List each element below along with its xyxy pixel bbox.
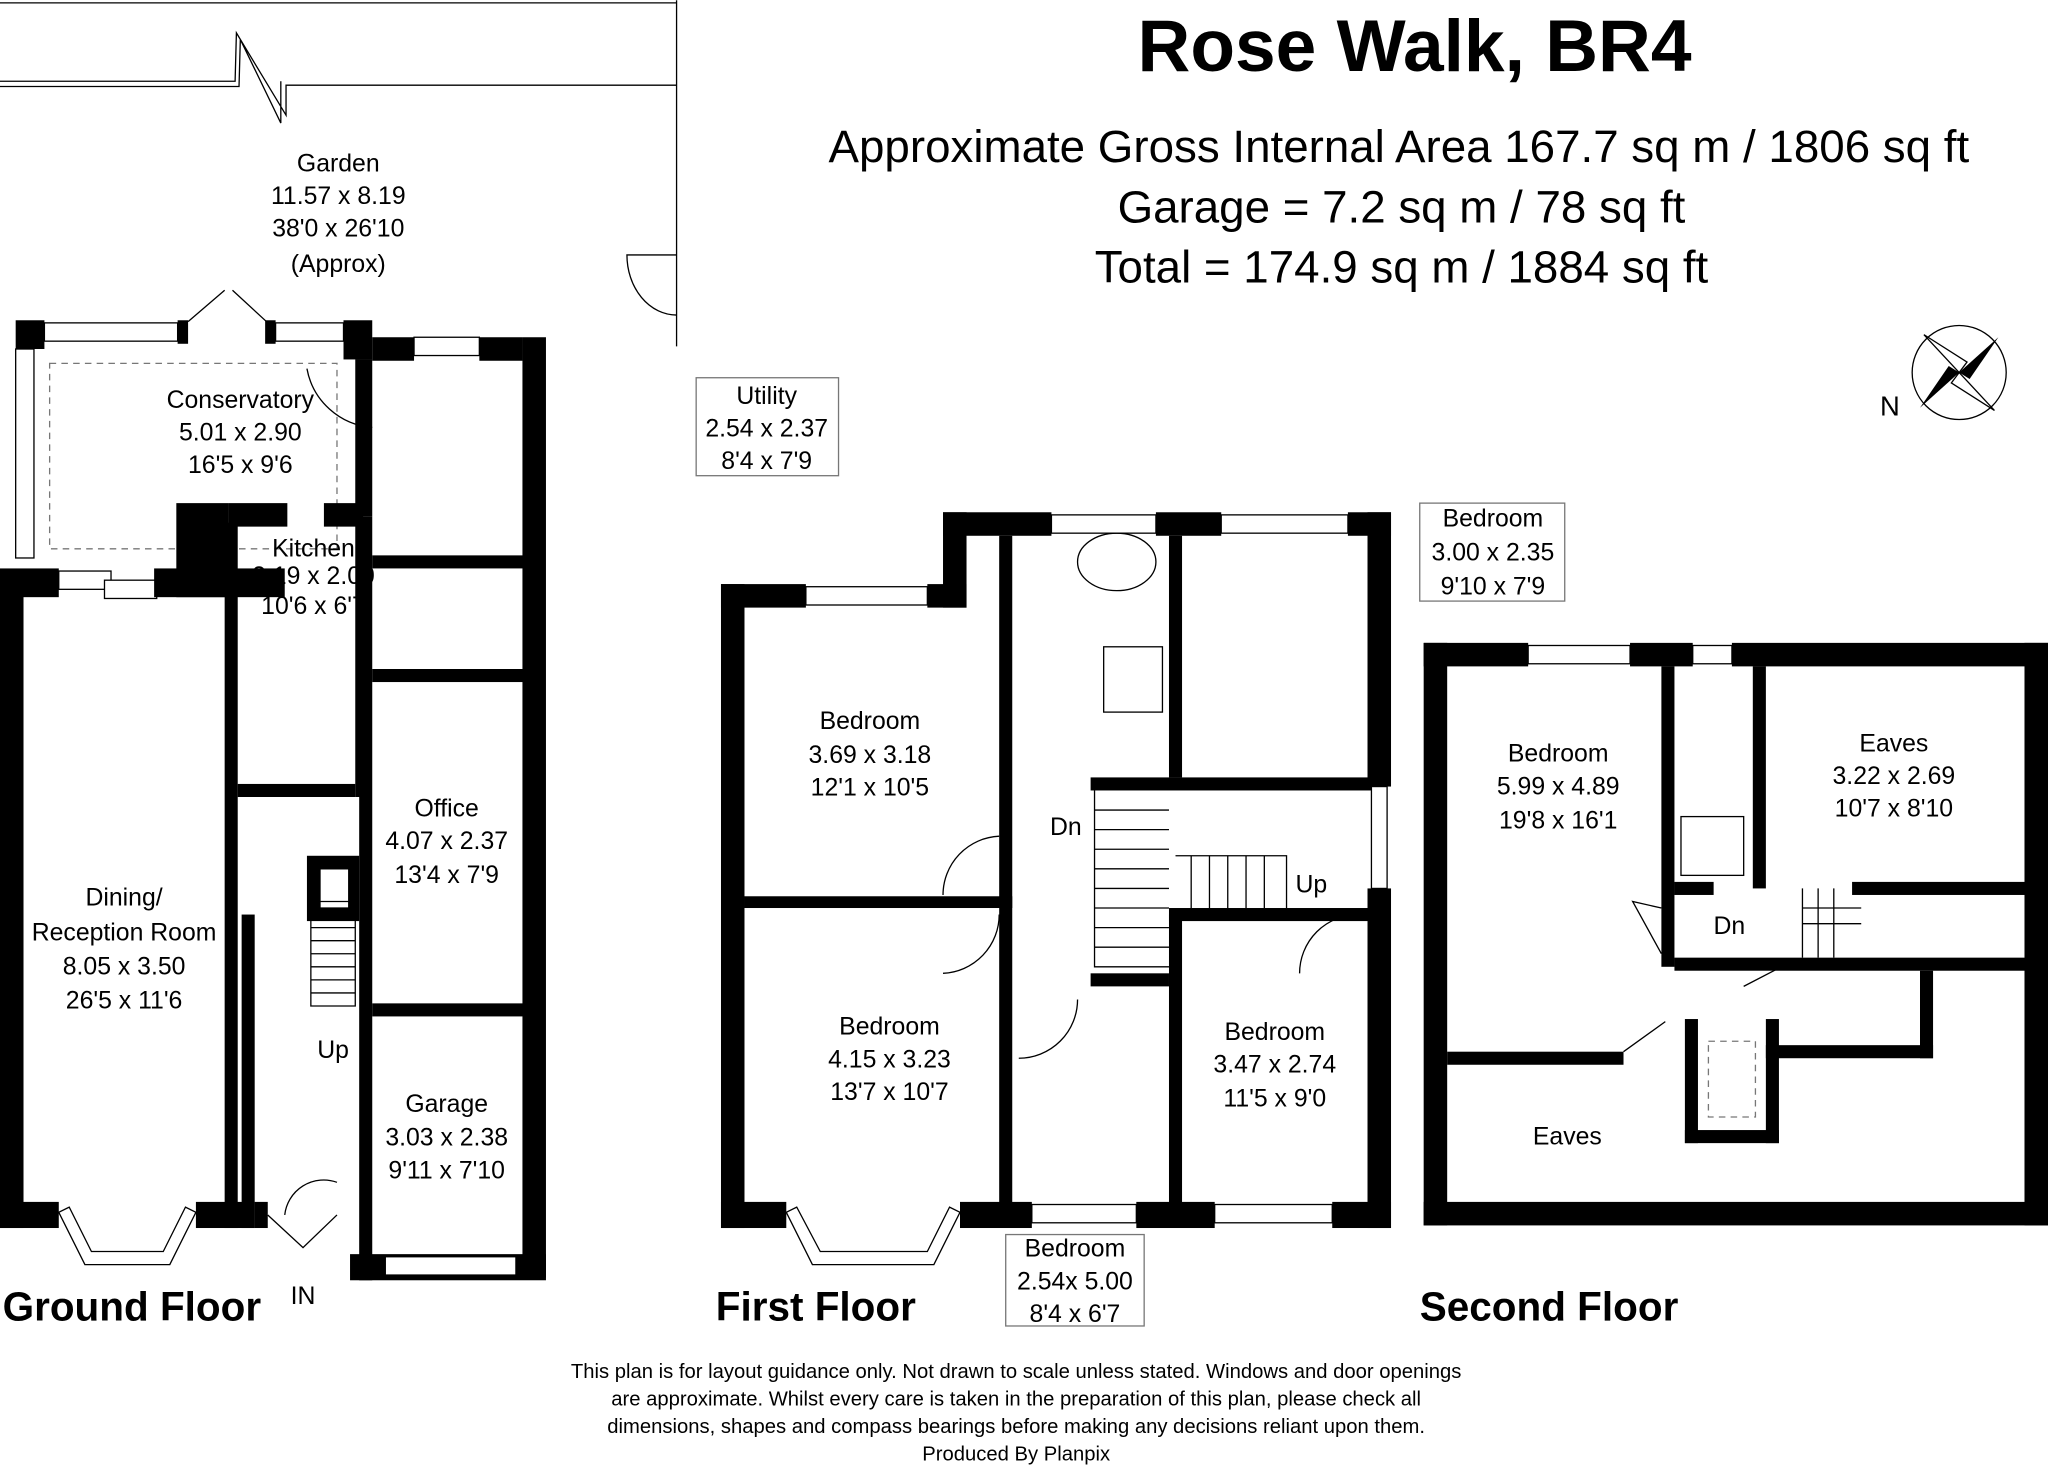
office-imperial: 13'4 x 7'9 [394,862,499,889]
gross-internal-area: Approximate Gross Internal Area 167.7 sq… [829,121,1970,172]
dining-imperial: 26'5 x 11'6 [66,988,183,1015]
utility-name: Utility [736,383,797,410]
ground-floor-label: Ground Floor [3,1284,262,1330]
garage-metric: 3.03 x 2.38 [385,1125,508,1152]
first-bedroom-b-metric: 3.00 x 2.35 [1432,540,1555,567]
first-bedroom-c-name: Bedroom [839,1014,940,1041]
garage-area: Garage = 7.2 sq m / 78 sq ft [1118,181,1686,232]
second-stairs-down-label: Dn [1713,913,1745,940]
first-bedroom-b-name: Bedroom [1443,506,1544,533]
ground-floor-plan [0,0,840,1281]
first-bedroom-a-imperial: 12'1 x 10'5 [811,775,929,802]
first-bedroom-a-metric: 3.69 x 3.18 [809,742,932,769]
utility-imperial: 8'4 x 7'9 [721,448,812,475]
disclaimer-line-1: This plan is for layout guidance only. N… [571,1361,1461,1383]
first-bedroom-d-name: Bedroom [1224,1019,1325,1046]
second-bedroom-name: Bedroom [1508,741,1609,768]
garage-name: Garage [405,1091,488,1118]
conservatory-name: Conservatory [167,387,315,414]
second-bedroom-metric: 5.99 x 4.89 [1497,773,1620,800]
first-bedroom-c-imperial: 13'7 x 10'7 [830,1079,948,1106]
second-eaves-a-name: Eaves [1859,730,1928,757]
conservatory-metric: 5.01 x 2.90 [179,419,302,446]
second-floor-label: Second Floor [1420,1284,1679,1330]
second-eaves-a-metric: 3.22 x 2.69 [1833,763,1956,790]
property-title: Rose Walk, BR4 [1138,6,1692,87]
second-floor-plan [1423,642,2048,1226]
kitchen-metric: 3.19 x 2.00 [252,563,375,590]
second-bedroom-imperial: 19'8 x 16'1 [1499,807,1617,834]
garden-name: Garden [297,150,380,177]
garden-approx: (Approx) [291,251,386,278]
dining-name-line1: Dining/ [85,884,162,911]
first-stairs-down-label: Dn [1050,814,1082,841]
total-area: Total = 174.9 sq m / 1884 sq ft [1095,241,1709,292]
first-bedroom-e-name: Bedroom [1025,1236,1126,1263]
compass-icon [1911,324,2007,421]
first-bedroom-c-metric: 4.15 x 3.23 [828,1046,951,1073]
kitchen-name: Kitchen [272,536,355,563]
second-eaves-a-imperial: 10'7 x 8'10 [1835,796,1953,823]
disclaimer-produced-by: Produced By Planpix [922,1444,1110,1466]
ground-stairs-up-label: Up [317,1037,349,1064]
compass-north-label: N [1880,391,1900,422]
first-bedroom-d-imperial: 11'5 x 9'0 [1223,1086,1326,1113]
disclaimer-line-3: dimensions, shapes and compass bearings … [607,1416,1425,1438]
utility-metric: 2.54 x 2.37 [705,416,828,443]
garage-imperial: 9'11 x 7'10 [388,1157,505,1184]
second-eaves-b-name: Eaves [1533,1123,1602,1150]
conservatory-imperial: 16'5 x 9'6 [188,452,293,479]
first-stairs-up-label: Up [1295,871,1327,898]
first-bedroom-b-imperial: 9'10 x 7'9 [1441,574,1546,601]
disclaimer-line-2: are approximate. Whilst every care is ta… [611,1389,1421,1411]
dining-metric: 8.05 x 3.50 [63,954,186,981]
first-floor-label: First Floor [716,1284,916,1330]
first-bedroom-a-name: Bedroom [820,708,921,735]
garden-metric: 11.57 x 8.19 [271,183,406,210]
garden-imperial: 38'0 x 26'10 [272,216,404,243]
first-bedroom-e-metric: 2.54x 5.00 [1017,1268,1133,1295]
entrance-label: IN [291,1283,316,1310]
kitchen-imperial: 10'6 x 6'7 [261,593,366,620]
first-bedroom-e-imperial: 8'4 x 6'7 [1030,1301,1121,1328]
first-floor-plan [720,502,1566,1327]
dining-name-line2: Reception Room [32,920,217,947]
office-metric: 4.07 x 2.37 [385,828,508,855]
first-bedroom-d-metric: 3.47 x 2.74 [1213,1052,1336,1079]
office-name: Office [415,796,479,823]
